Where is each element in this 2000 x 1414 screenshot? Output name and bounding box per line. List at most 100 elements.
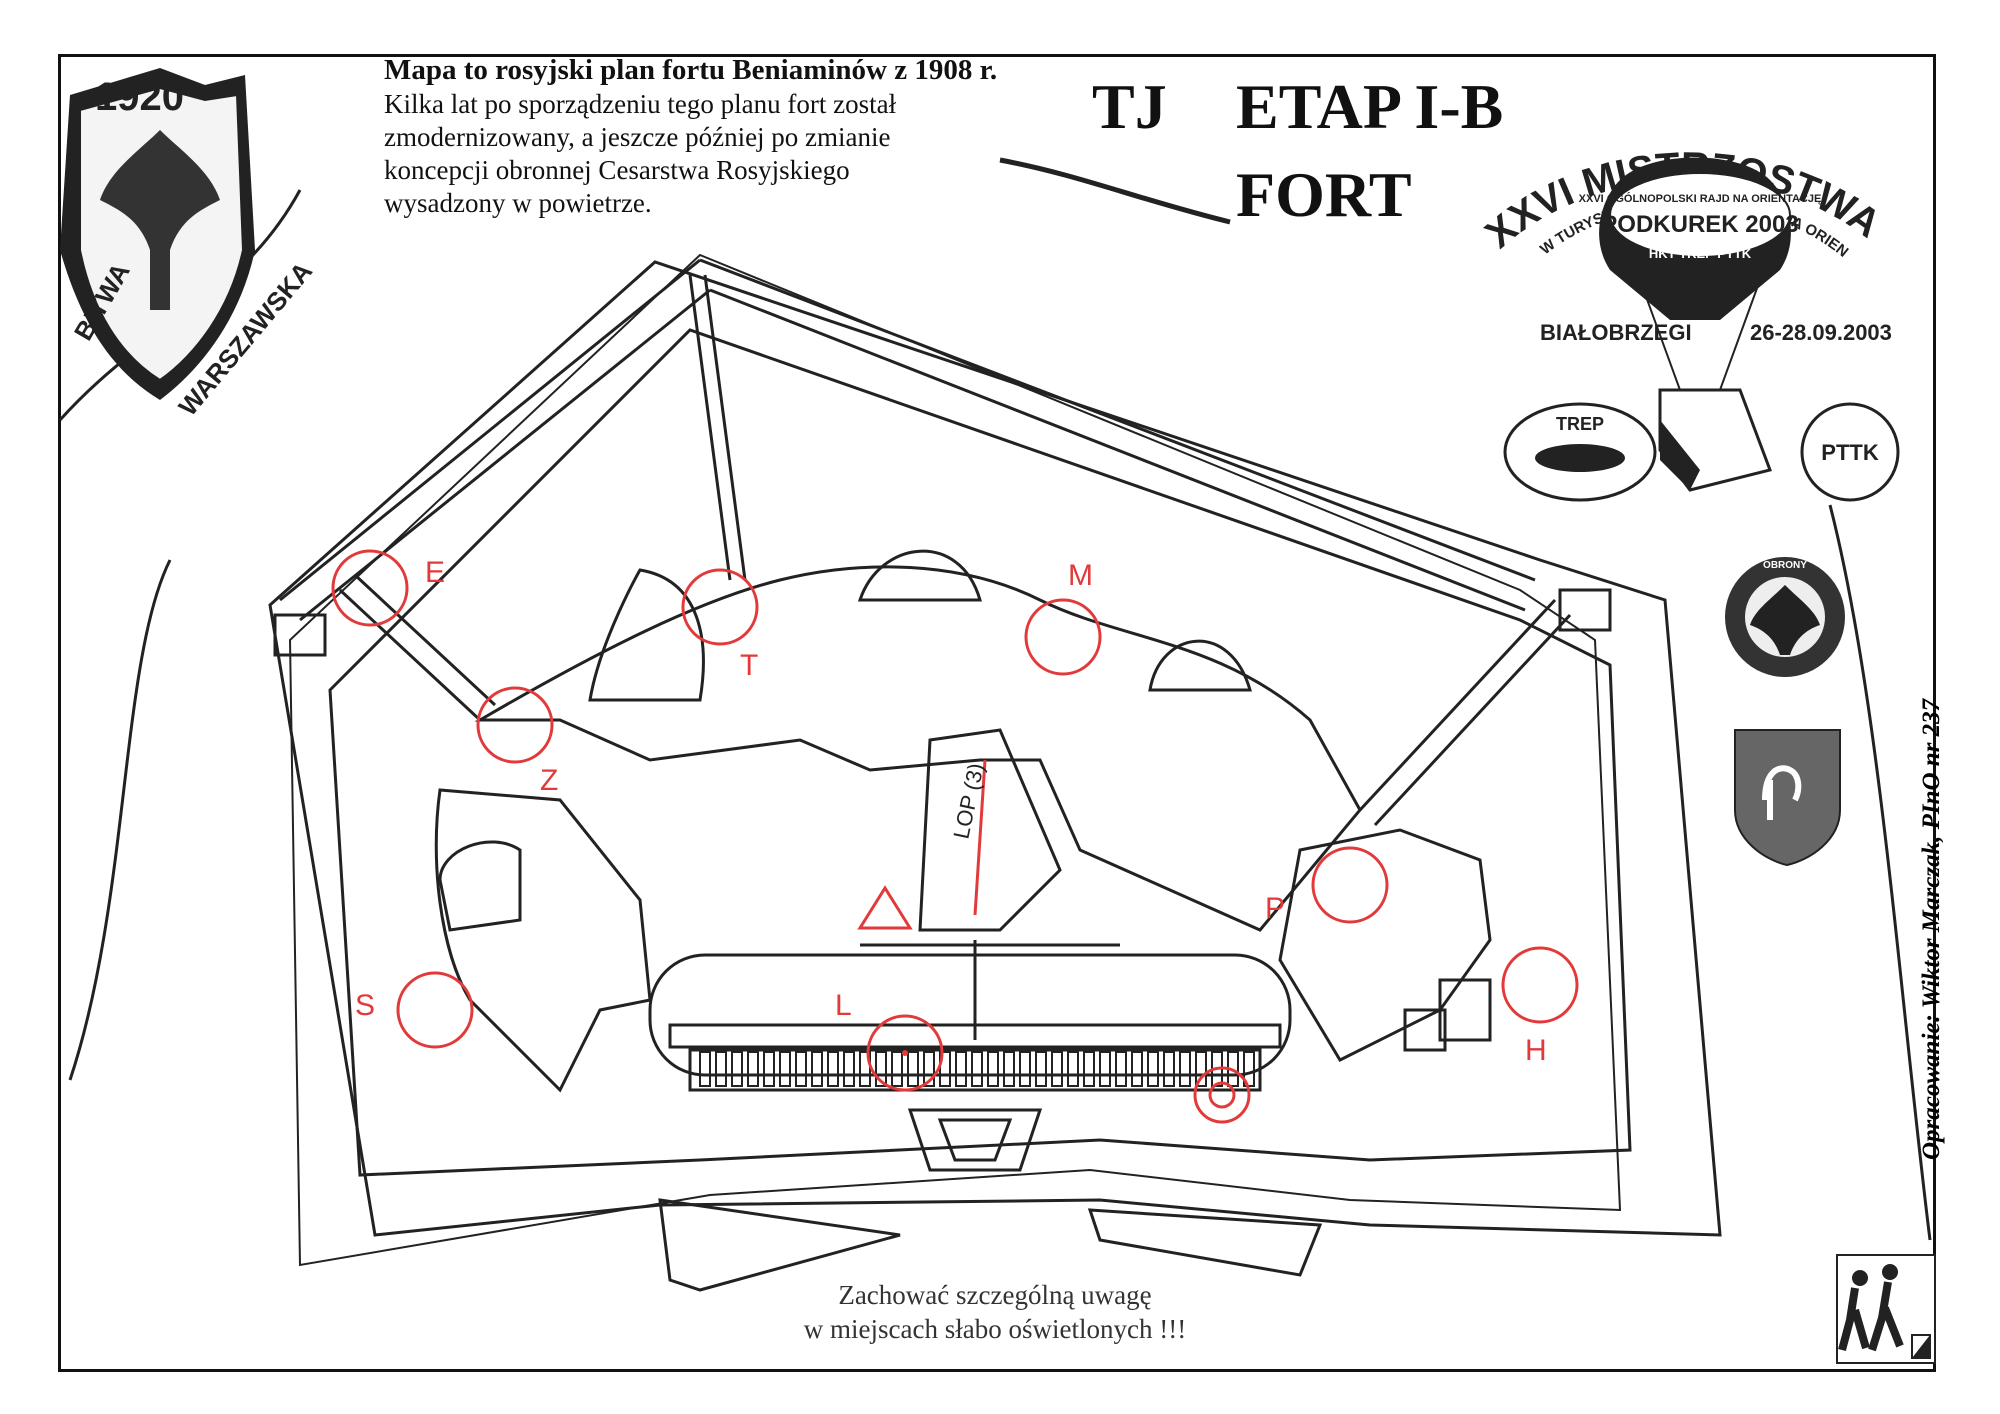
control-label-e: E bbox=[425, 556, 445, 589]
gate bbox=[907, 1108, 1043, 1172]
barracks-tooth bbox=[971, 1051, 983, 1087]
barracks-tooth bbox=[1179, 1051, 1191, 1087]
category-label: TJ bbox=[1092, 71, 1167, 142]
control-label-l: L bbox=[835, 989, 852, 1022]
barracks-tooth bbox=[1115, 1051, 1127, 1087]
gorge-right bbox=[1087, 1208, 1323, 1277]
town-coat-of-arms bbox=[1734, 729, 1841, 867]
barracks-tooth bbox=[1019, 1051, 1031, 1087]
control-circle-p bbox=[1311, 846, 1389, 924]
barracks-tooth bbox=[1003, 1051, 1015, 1087]
control-label-z: Z bbox=[540, 764, 558, 797]
barracks-tooth bbox=[1195, 1051, 1207, 1087]
eagle-icon bbox=[100, 130, 220, 310]
map-name: FORT bbox=[1236, 159, 1412, 230]
pttk-text: PTTK bbox=[1821, 440, 1879, 465]
barracks-tooth bbox=[763, 1051, 775, 1087]
event-place: BIAŁOBRZEGI bbox=[1540, 320, 1692, 345]
barracks-tooth bbox=[843, 1051, 855, 1087]
badge-year: 1920 bbox=[95, 75, 184, 119]
barracks-tooth bbox=[1147, 1051, 1159, 1087]
hikers-icon bbox=[1836, 1254, 1936, 1364]
barracks-teeth bbox=[699, 1051, 1255, 1087]
eagle-icon bbox=[1750, 585, 1820, 655]
barracks-tooth bbox=[827, 1051, 839, 1087]
barracks-tooth bbox=[891, 1051, 903, 1087]
control-circle-z bbox=[476, 686, 554, 764]
battle-badge: 1920 BITWA WARSZAWSKA bbox=[60, 68, 318, 421]
control-circle-e bbox=[331, 549, 409, 627]
finish-circle bbox=[1193, 1066, 1251, 1124]
defense-emblem: OBRONY bbox=[1725, 557, 1845, 677]
map-frame bbox=[58, 54, 1936, 1372]
control-label-s: S bbox=[355, 989, 375, 1022]
control-circle-s bbox=[396, 971, 474, 1049]
intro-line: Kilka lat po sporządzeniu tego planu for… bbox=[384, 89, 897, 119]
barracks-tooth bbox=[1035, 1051, 1047, 1087]
control-label-h: H bbox=[1525, 1034, 1547, 1067]
rampart-arc bbox=[474, 565, 1362, 932]
event-dates: 26-28.09.2003 bbox=[1750, 320, 1892, 345]
barracks-tooth bbox=[1051, 1051, 1063, 1087]
control-label-m: M bbox=[1068, 559, 1093, 592]
bastion-left bbox=[434, 788, 652, 1093]
intro-line: koncepcji obronnej Cesarstwa Rosyjskiego bbox=[384, 155, 850, 185]
intro-line: zmodernizowany, a jeszcze później po zmi… bbox=[384, 122, 891, 152]
barracks-tooth bbox=[747, 1051, 759, 1087]
barracks-tooth bbox=[1067, 1051, 1079, 1087]
barracks-tooth bbox=[1099, 1051, 1111, 1087]
corridor-e bbox=[338, 573, 497, 722]
stage-label: ETAP I-B bbox=[1236, 71, 1504, 142]
path-lop bbox=[973, 759, 987, 916]
ditch bbox=[288, 253, 1622, 1267]
corridor-t bbox=[688, 274, 747, 581]
glacis-inner bbox=[328, 328, 1632, 1177]
barracks-tooth bbox=[1163, 1051, 1175, 1087]
barracks-tooth bbox=[907, 1051, 919, 1087]
barracks-tooth bbox=[699, 1051, 711, 1087]
wall-top-left bbox=[279, 258, 701, 602]
balloon-line3: HKT TREP PTTK bbox=[1649, 246, 1752, 261]
terrain-line-top bbox=[999, 157, 1231, 225]
barracks-tooth bbox=[715, 1051, 727, 1087]
barracks-tooth bbox=[1083, 1051, 1095, 1087]
intro-body: Kilka lat po sporządzeniu tego planu for… bbox=[384, 88, 1024, 220]
author-credit: Opracowanie: Wiktor Marczak, PInO nr 237 bbox=[1918, 698, 1945, 1160]
obrony-text: OBRONY bbox=[1763, 560, 1807, 571]
barracks-tooth bbox=[875, 1051, 887, 1087]
terrain-line-right bbox=[1828, 504, 1932, 1241]
control-circle-l bbox=[866, 1014, 944, 1092]
control-circle-m bbox=[1024, 598, 1102, 676]
control-label-t: T bbox=[740, 649, 758, 682]
barracks bbox=[648, 953, 1292, 1077]
control-center-dot bbox=[902, 1050, 908, 1056]
pttk-logo bbox=[1800, 402, 1900, 502]
barracks-tooth bbox=[731, 1051, 743, 1087]
balloon-line2: PODKUREK 2003 bbox=[1601, 211, 1798, 238]
balloon-line1: XXVI OGÓLNOPOLSKI RAJD NA ORIENTACJĘ bbox=[1579, 192, 1822, 205]
corridor-p bbox=[1358, 598, 1572, 827]
barracks-tooth bbox=[811, 1051, 823, 1087]
barracks-tooth bbox=[987, 1051, 999, 1087]
warning-note: Zachować szczególną uwagę w miejscach sł… bbox=[770, 1278, 1220, 1346]
barracks-tooth bbox=[795, 1051, 807, 1087]
bastion-right bbox=[1278, 828, 1492, 1062]
lop-caponier bbox=[918, 728, 1062, 932]
gorge-left bbox=[658, 1198, 901, 1292]
wall-top-right bbox=[699, 258, 1536, 582]
barracks-tooth bbox=[1131, 1051, 1143, 1087]
intro-title: Mapa to rosyjski plan fortu Beniaminów z… bbox=[384, 54, 998, 86]
control-circle-h bbox=[1501, 946, 1579, 1024]
start-triangle bbox=[857, 885, 913, 930]
trep-text: TREP bbox=[1556, 414, 1604, 434]
intro-line: wysadzony w powietrze. bbox=[384, 188, 652, 218]
warning-line2: w miejscach słabo oświetlonych !!! bbox=[803, 1314, 1187, 1344]
trep-logo bbox=[1503, 402, 1657, 502]
barracks-tooth bbox=[923, 1051, 935, 1087]
barracks-tooth bbox=[955, 1051, 967, 1087]
warning-line1: Zachować szczególną uwagę bbox=[838, 1280, 1152, 1310]
control-label-p: P bbox=[1265, 892, 1285, 925]
control-circle-t bbox=[681, 568, 759, 646]
barracks-tooth bbox=[779, 1051, 791, 1087]
